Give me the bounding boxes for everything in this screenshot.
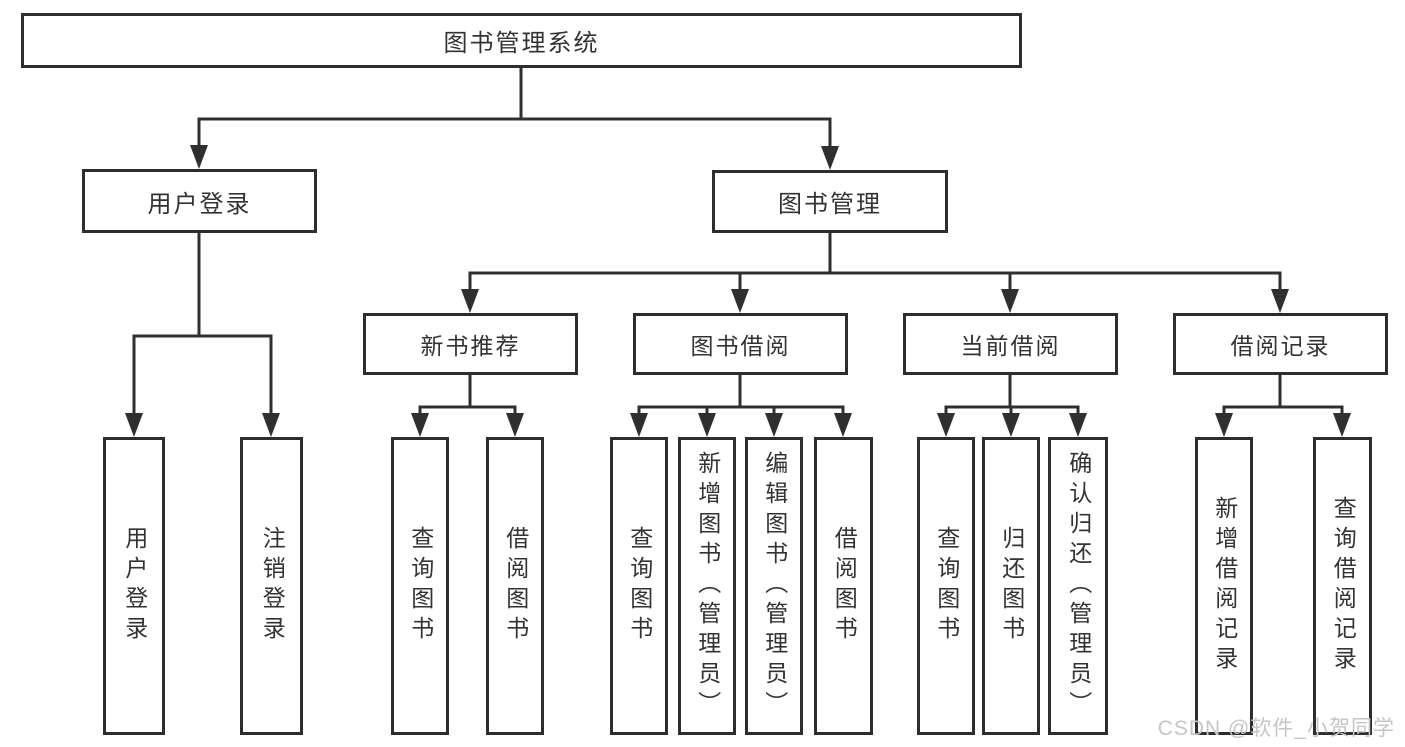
- connector-borrow-records-to-leaves: [1215, 374, 1351, 437]
- leaf-book-borrow-edit-label: 编辑图书（管理员）: [761, 451, 788, 721]
- leaf-book-borrow-add: 新增图书（管理员）: [678, 437, 736, 735]
- leaf-logout: 注销登录: [240, 437, 303, 735]
- leaf-current-borrow-query-label: 查询图书: [933, 526, 960, 646]
- leaf-book-borrow-borrow: 借阅图书: [814, 437, 873, 735]
- leaf-current-borrow-confirm: 确认归还（管理员）: [1048, 437, 1108, 735]
- leaf-new-books-query-label: 查询图书: [407, 526, 434, 646]
- node-root: 图书管理系统: [21, 13, 1022, 68]
- node-borrow-records-label: 借阅记录: [1230, 333, 1331, 359]
- node-user-login: 用户登录: [82, 169, 317, 233]
- leaf-user-login-label: 用户登录: [121, 526, 148, 646]
- connector-current-borrow-to-leaves: [937, 374, 1087, 437]
- leaf-new-books-borrow-label: 借阅图书: [502, 526, 529, 646]
- leaf-logout-label: 注销登录: [259, 526, 286, 646]
- leaf-current-borrow-return: 归还图书: [982, 437, 1040, 735]
- node-borrow-records: 借阅记录: [1173, 313, 1388, 375]
- node-current-borrow-label: 当前借阅: [960, 333, 1061, 359]
- leaf-book-borrow-borrow-label: 借阅图书: [831, 526, 858, 646]
- leaf-new-books-borrow: 借阅图书: [486, 437, 544, 735]
- leaf-book-borrow-add-label: 新增图书（管理员）: [694, 451, 721, 721]
- leaf-current-borrow-query: 查询图书: [917, 437, 975, 735]
- leaf-book-borrow-edit: 编辑图书（管理员）: [745, 437, 803, 735]
- leaf-borrow-records-add: 新增借阅记录: [1195, 437, 1253, 735]
- leaf-current-borrow-confirm-label: 确认归还（管理员）: [1065, 451, 1092, 721]
- leaf-user-login: 用户登录: [103, 437, 165, 735]
- node-new-books: 新书推荐: [363, 313, 578, 375]
- leaf-book-borrow-query: 查询图书: [610, 437, 668, 735]
- node-root-label: 图书管理系统: [443, 30, 600, 57]
- leaf-borrow-records-query-label: 查询借阅记录: [1330, 496, 1357, 676]
- leaf-current-borrow-return-label: 归还图书: [998, 526, 1025, 646]
- node-book-borrow: 图书借阅: [633, 313, 848, 375]
- node-book-mgmt-label: 图书管理: [778, 191, 882, 218]
- connector-new-books-to-leaves: [411, 374, 524, 437]
- leaf-new-books-query: 查询图书: [391, 437, 449, 735]
- node-user-login-label: 用户登录: [147, 190, 252, 218]
- connector-book-mgmt-to-level3: [461, 232, 1289, 313]
- connector-book-borrow-to-leaves: [630, 374, 852, 437]
- leaf-borrow-records-query: 查询借阅记录: [1313, 437, 1372, 735]
- node-book-mgmt: 图书管理: [712, 170, 948, 233]
- node-current-borrow: 当前借阅: [903, 313, 1118, 375]
- leaf-borrow-records-add-label: 新增借阅记录: [1211, 496, 1238, 676]
- node-book-borrow-label: 图书借阅: [690, 333, 791, 359]
- connector-root-to-level2: [190, 66, 839, 170]
- leaf-book-borrow-query-label: 查询图书: [626, 526, 653, 646]
- connector-user-login-to-leaves: [125, 231, 280, 437]
- node-new-books-label: 新书推荐: [420, 333, 521, 359]
